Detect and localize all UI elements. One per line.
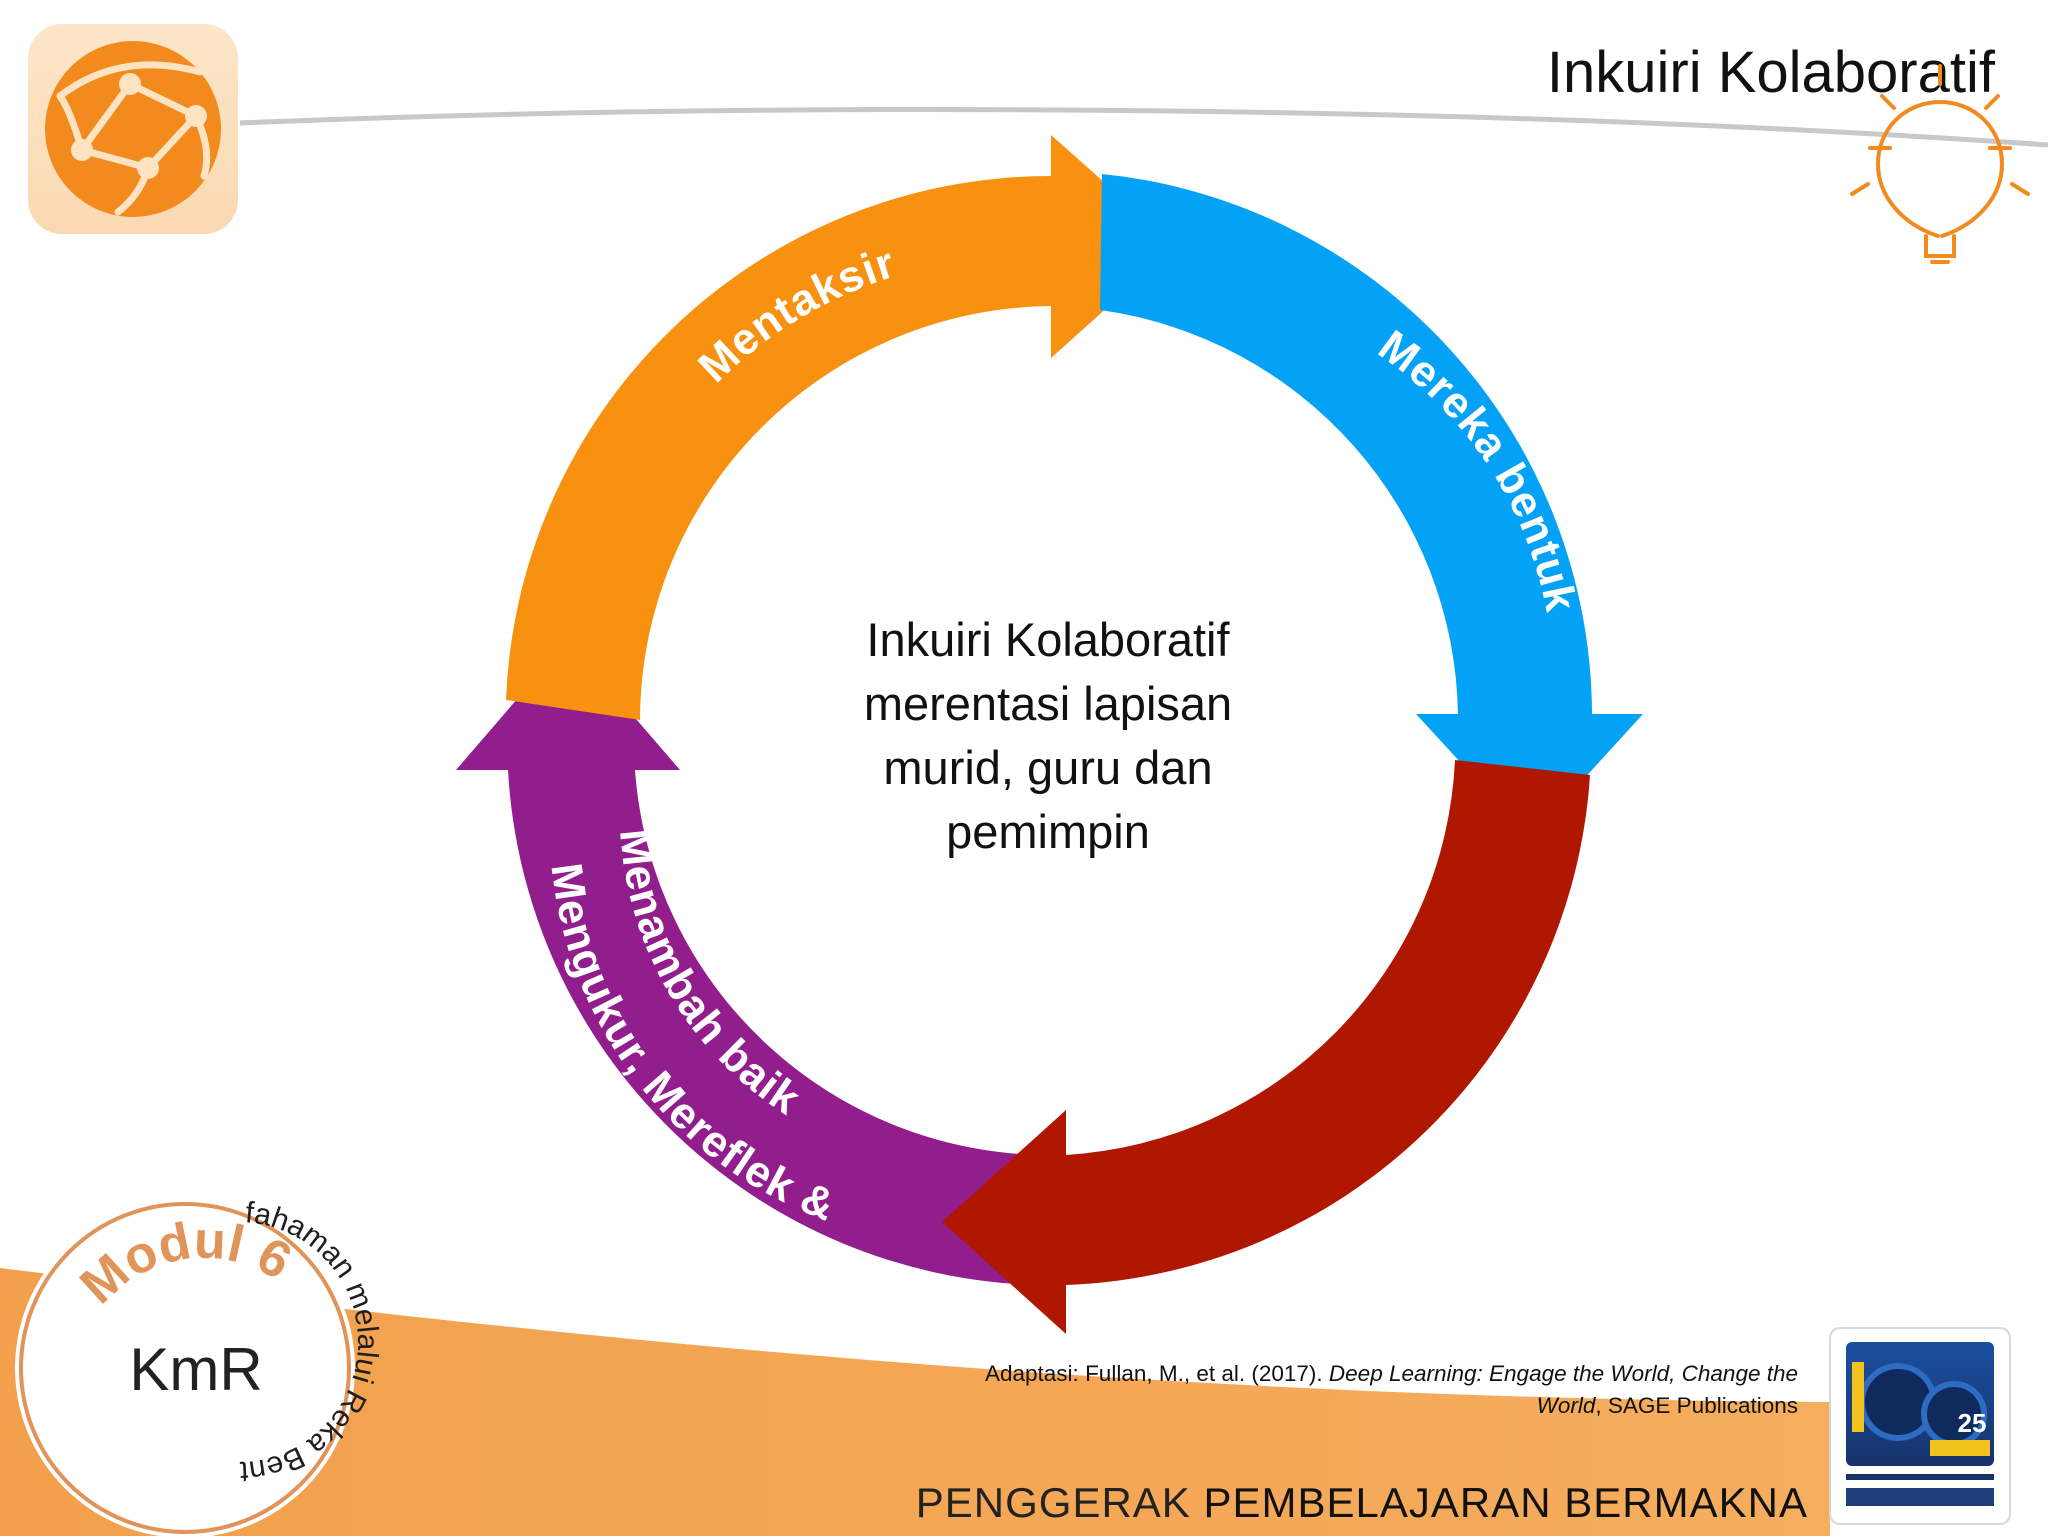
center-caption: Inkuiri Kolaboratif merentasi lapisan mu… xyxy=(864,613,1232,858)
center-line-1: Inkuiri Kolaboratif xyxy=(866,613,1230,666)
stage-arrow-mentaksir xyxy=(506,135,1176,720)
citation-line-2: World, SAGE Publications xyxy=(1537,1393,1798,1418)
footer-tagline: PENGGERAK PEMBELAJARAN BERMAKNA xyxy=(916,1479,1808,1526)
logo-number: 25 xyxy=(1958,1408,1987,1438)
stage-arrow-mengukur xyxy=(456,640,1049,1285)
network-globe-icon xyxy=(28,24,238,234)
center-line-2: merentasi lapisan xyxy=(864,677,1232,730)
header-swoosh xyxy=(239,107,2048,148)
lightbulb-icon xyxy=(1850,64,2030,264)
stage-arrow-melaksana xyxy=(942,760,1590,1334)
cycle-diagram xyxy=(456,135,1643,1334)
center-line-3: murid, guru dan xyxy=(883,741,1212,794)
citation-line-1: Adaptasi: Fullan, M., et al. (2017). Dee… xyxy=(985,1361,1798,1386)
ts25-logo: 25 xyxy=(1829,1327,2011,1525)
seal-center: KmR xyxy=(129,1336,262,1403)
footer-band xyxy=(0,1268,1830,1536)
page-title: Inkuiri Kolaboratif xyxy=(1547,40,1996,105)
stage-arrow-mereka-bentuk xyxy=(1100,174,1643,838)
center-line-4: pemimpin xyxy=(946,805,1150,858)
